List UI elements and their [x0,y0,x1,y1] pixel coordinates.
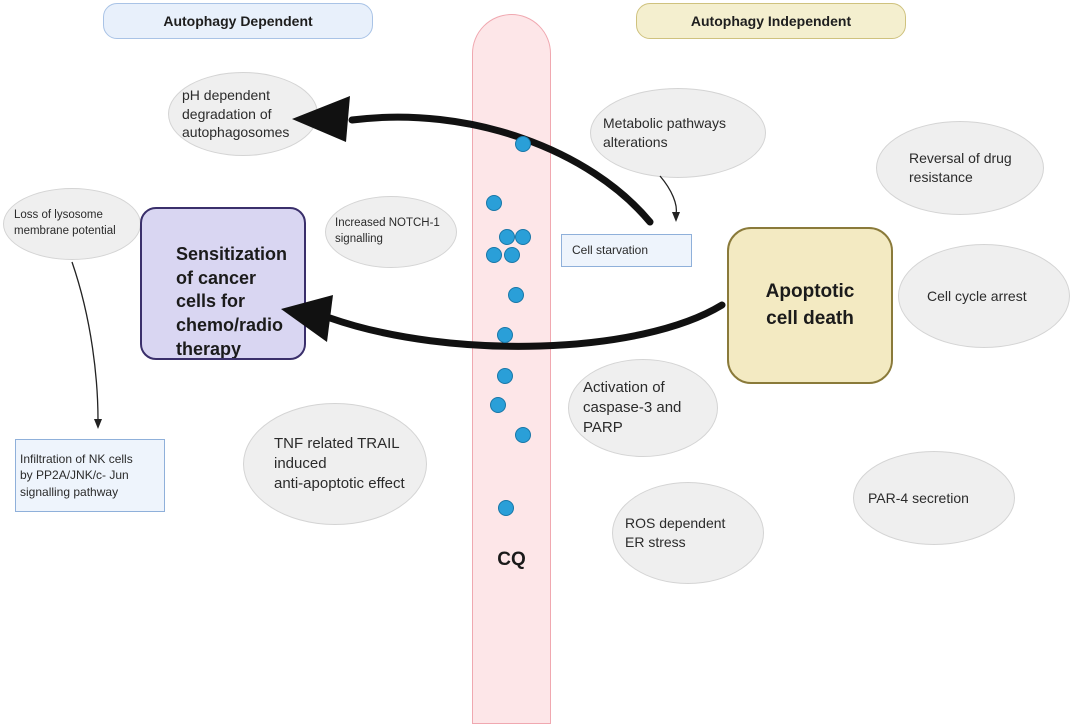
sensitization-node: Sensitization of cancer cells for chemo/… [140,207,306,360]
cq-particle [486,247,502,263]
cell-starvation-box: Cell starvation [561,234,692,267]
cq-particle [499,229,515,245]
metabolic-to-starvation-arrowhead [672,212,680,222]
apoptotic-cell-death-label: Apoptotic cell death [765,280,855,329]
autophagy-dependent-header: Autophagy Dependent [103,3,373,39]
cq-label: CQ [497,549,526,570]
cq-particle [497,327,513,343]
ph-degradation-node: pH dependent degradation of autophagosom… [168,72,318,156]
cq-particle [486,195,502,211]
sensitization-label: Sensitization of cancer cells for chemo/… [176,243,288,359]
apoptotic-cell-death-node: Apoptotic cell death [727,227,893,384]
drug-resistance-node: Reversal of drug resistance [876,121,1044,215]
lysosome-to-nk-arrow [71,261,99,421]
cq-particle [515,427,531,443]
cq-particle [515,229,531,245]
starvation-to-degradation-arrowhead [292,96,350,142]
cq-particle [497,368,513,384]
lysosome-to-nk-arrowhead [94,419,102,429]
metabolic-to-starvation-arrow [659,175,678,215]
apoptosis-to-sensitization-arrowhead [281,295,333,342]
cq-particle [504,247,520,263]
caspase-parp-node: Activation of caspase-3 and PARP [568,359,718,457]
cq-particle [490,397,506,413]
cq-particle [515,136,531,152]
ros-er-stress-node: ROS dependent ER stress [612,482,764,584]
lysosome-potential-node: Loss of lysosome membrane potential [3,188,141,260]
apoptosis-to-sensitization-arrow [326,301,726,350]
cell-cycle-arrest-node: Cell cycle arrest [898,244,1070,348]
metabolic-alterations-node: Metabolic pathways alterations [590,88,766,178]
autophagy-independent-label: Autophagy Independent [690,13,852,29]
cq-particle [498,500,514,516]
autophagy-dependent-label: Autophagy Dependent [163,13,313,29]
notch-signalling-node: Increased NOTCH-1 signalling [325,196,457,268]
tnf-trail-node: TNF related TRAIL induced anti-apoptotic… [243,403,427,525]
par4-secretion-node: PAR-4 secretion [853,451,1015,545]
nk-cells-box: Infiltration of NK cells by PP2A/JNK/c- … [15,439,165,512]
cq-particle [508,287,524,303]
autophagy-independent-header: Autophagy Independent [636,3,906,39]
